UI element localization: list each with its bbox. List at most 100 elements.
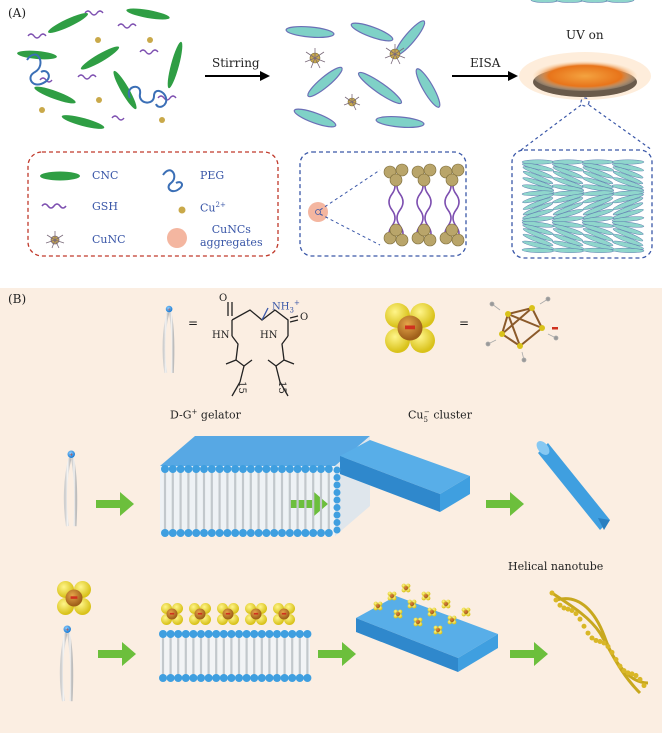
lipid-head <box>176 529 185 537</box>
lipid-head <box>161 465 169 473</box>
legend-cu2: Cu2+ <box>200 201 226 215</box>
lipid-head <box>212 674 221 682</box>
lipid-head <box>246 465 255 473</box>
stack-rod <box>552 202 584 216</box>
lipid-head <box>257 630 266 638</box>
stack-rod <box>522 177 554 189</box>
lipid-head-side <box>333 496 341 504</box>
lipid-head <box>189 674 198 682</box>
lipid-head <box>159 674 167 682</box>
lipid-head <box>280 630 289 638</box>
lipid-head <box>184 465 193 473</box>
green-arrow-5 <box>318 642 356 666</box>
lipid-head <box>280 674 289 682</box>
helix-bead <box>629 671 635 677</box>
stack-rod <box>612 202 644 216</box>
stack-rod <box>582 202 614 216</box>
helix-bead <box>609 649 615 655</box>
stack-rod <box>522 171 554 185</box>
lipid-head <box>265 630 274 638</box>
helix-bead <box>621 668 627 674</box>
stack-rod <box>612 177 644 189</box>
helical-nanotube-label: Helical nanotube <box>508 560 604 573</box>
lipid-head <box>285 465 294 473</box>
stirring-arrow <box>205 71 270 81</box>
lipid-head <box>168 465 177 473</box>
stack-rod <box>552 177 584 189</box>
helix-bead <box>561 605 567 611</box>
stack-rod <box>521 184 555 192</box>
stack-rod <box>611 247 645 253</box>
chiral-stack-layers <box>521 159 645 253</box>
lipid-head <box>207 465 216 473</box>
cu5-cluster <box>427 607 437 617</box>
lipid-head <box>288 674 297 682</box>
helix-bead <box>581 623 587 629</box>
legend-gsh: GSH <box>92 200 118 213</box>
helix-bead <box>569 607 575 613</box>
stack-rod <box>582 171 614 185</box>
eisa-label: EISA <box>470 56 501 70</box>
stack-rod <box>552 193 584 204</box>
lipid-head <box>317 465 325 473</box>
stack-rod <box>612 163 644 172</box>
lipid-head-side <box>333 526 341 534</box>
lipid-head <box>250 630 259 638</box>
lipid-head <box>242 674 251 682</box>
legend-cunc: CuNC <box>92 233 126 246</box>
cu5-cluster <box>373 601 383 611</box>
stack-rod <box>611 184 645 192</box>
carbonyl-o-1: O <box>219 293 228 304</box>
lipid-head <box>309 529 318 537</box>
lipid-head <box>168 529 177 537</box>
lipid-head <box>295 674 304 682</box>
lipid-head <box>166 674 175 682</box>
helix-bead <box>577 616 583 622</box>
panel-a-label: (A) <box>8 6 27 20</box>
lipid-head <box>254 529 263 537</box>
cu5-cluster <box>387 591 397 601</box>
lipid-head <box>246 529 255 537</box>
stack-rod <box>612 228 644 242</box>
gelator-structure <box>225 302 299 397</box>
lipid-head-side <box>333 466 341 474</box>
lipid-head <box>207 529 216 537</box>
eisa-arrow <box>452 71 518 81</box>
lipid-head <box>184 529 193 537</box>
lipid-head <box>235 630 243 638</box>
stack-rod <box>522 197 554 210</box>
stack-rod <box>581 216 615 223</box>
equals-1: = <box>188 316 199 330</box>
lipid-head <box>174 674 183 682</box>
lipid-head <box>204 674 213 682</box>
lipid-head <box>200 465 208 473</box>
lipid-head <box>250 674 259 682</box>
lipid-head <box>278 529 286 537</box>
legend-peg: PEG <box>200 169 225 182</box>
lipid-head <box>176 465 185 473</box>
uv-film <box>519 52 651 100</box>
cu5-cluster <box>433 625 443 635</box>
stack-rod <box>582 177 614 189</box>
lipid-head <box>265 674 274 682</box>
cu5-cluster <box>161 603 183 625</box>
helix-bead <box>597 639 603 645</box>
panel-a-diagram <box>17 0 653 259</box>
gsh-squiggles <box>27 10 177 121</box>
lipid-head <box>204 630 213 638</box>
lipid-head <box>215 529 224 537</box>
cnc-cunc-mixture <box>285 20 441 129</box>
lipid-head <box>212 630 221 638</box>
stack-rod <box>552 163 584 172</box>
stirring-label: Stirring <box>212 56 260 70</box>
lipid-head <box>219 630 228 638</box>
lipid-head <box>159 630 167 638</box>
helix-bead <box>633 673 639 679</box>
chain-length-2: 15 <box>275 381 287 394</box>
lipid-head <box>231 529 240 537</box>
nanotube <box>536 441 610 530</box>
lipid-head <box>262 529 271 537</box>
stack-zoom-box <box>511 149 653 259</box>
cu5-cluster <box>447 615 457 625</box>
carbonyl-o-2: O <box>300 312 309 323</box>
